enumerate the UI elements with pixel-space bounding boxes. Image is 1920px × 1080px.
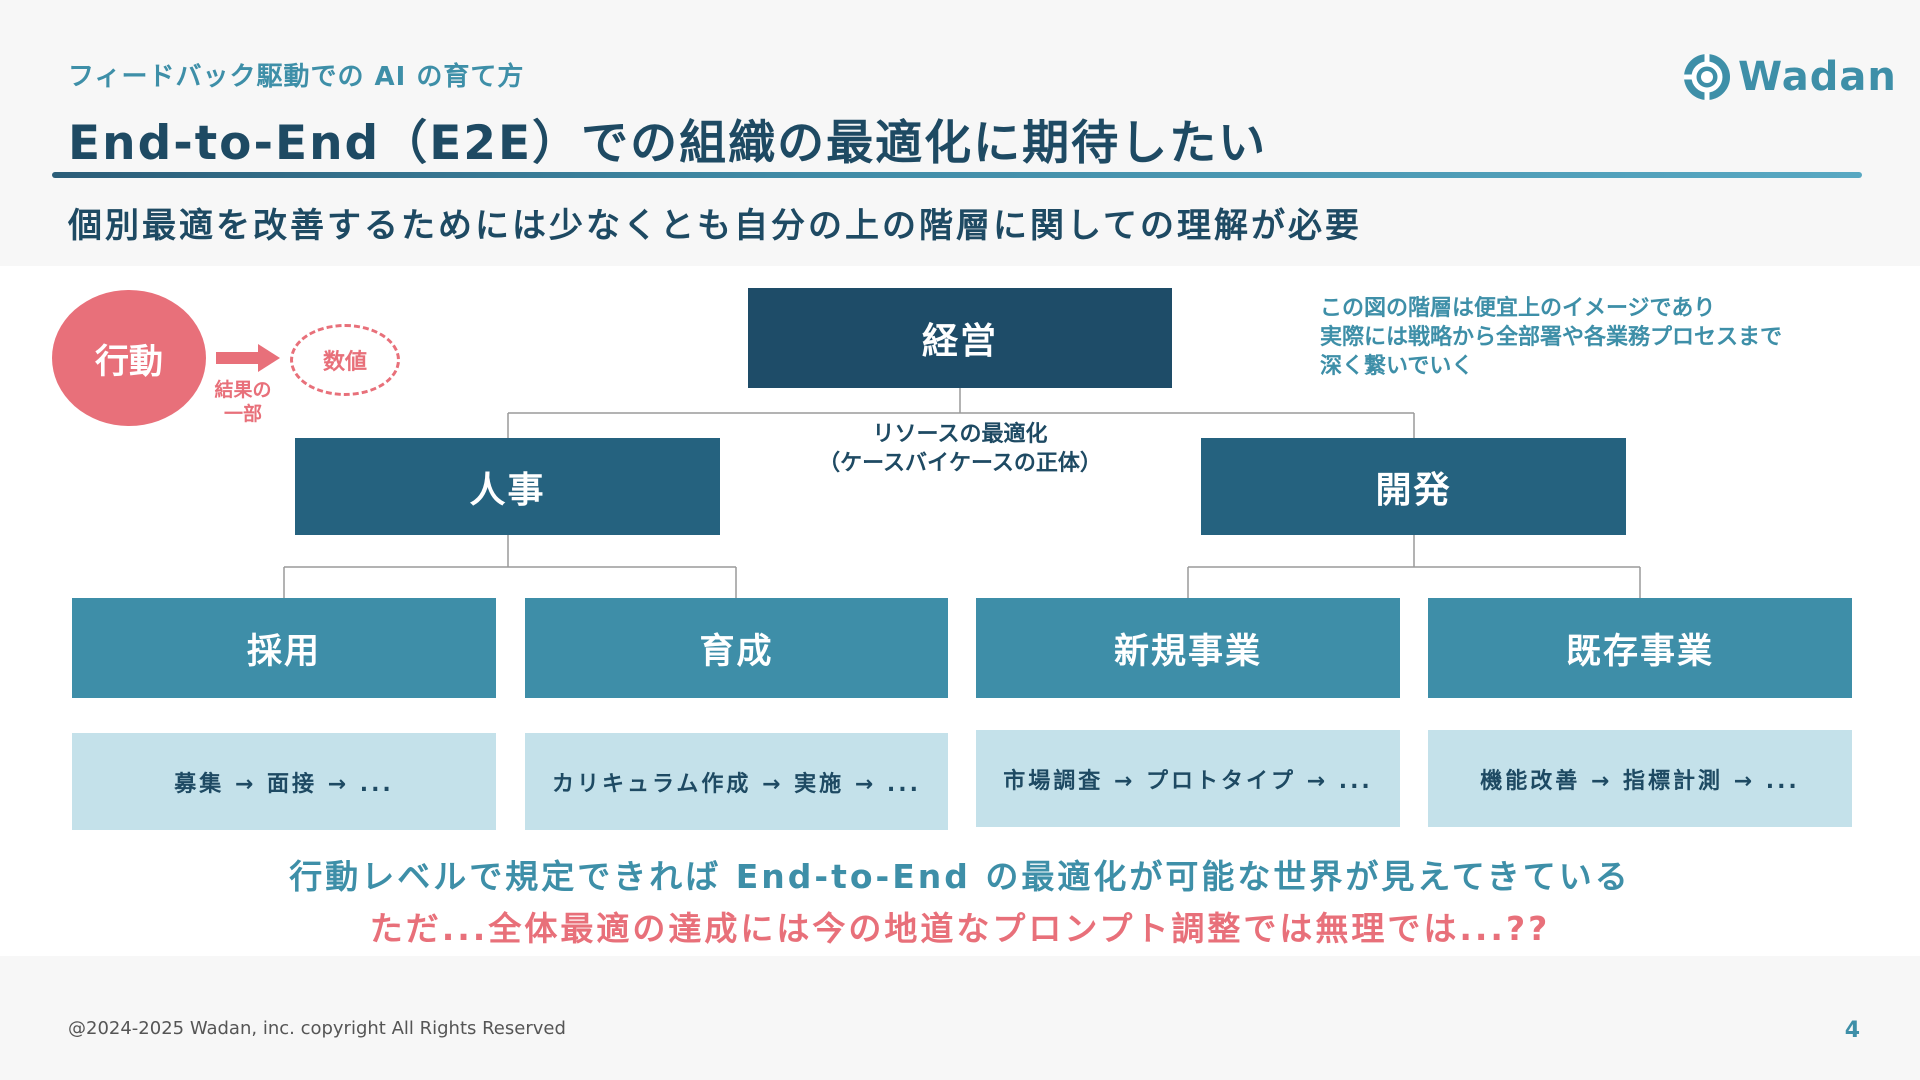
conclusion-line1: 行動レベルで規定できれば End-to-End の最適化が可能な世界が見えてきて… bbox=[289, 857, 1631, 896]
org-node-management: 経営 bbox=[748, 288, 1172, 388]
process-new-business: 市場調査 → プロトタイプ → ... bbox=[976, 730, 1400, 827]
title-underline bbox=[52, 172, 1862, 178]
org-node-recruiting: 採用 bbox=[72, 598, 496, 698]
page-number: 4 bbox=[1844, 1018, 1860, 1043]
org-node-label: 育成 bbox=[699, 631, 774, 672]
page-subtitle: 個別最適を改善するためには少なくとも自分の上の階層に関しての理解が必要 bbox=[68, 206, 1362, 246]
value-ellipse: 数値 bbox=[290, 324, 400, 396]
section-kicker: フィードバック駆動での AI の育て方 bbox=[68, 62, 525, 92]
action-circle: 行動 bbox=[52, 290, 206, 426]
resource-label-line2: （ケースバイケースの正体） bbox=[818, 451, 1102, 476]
copyright-text: @2024-2025 Wadan, inc. copyright All Rig… bbox=[68, 1018, 566, 1039]
org-node-development: 開発 bbox=[1201, 438, 1626, 535]
process-label: 募集 → 面接 → ... bbox=[174, 771, 394, 797]
org-node-label: 既存事業 bbox=[1565, 631, 1714, 672]
right-arrow-icon bbox=[216, 344, 280, 372]
process-label: 機能改善 → 指標計測 → ... bbox=[1480, 768, 1800, 794]
org-node-hr: 人事 bbox=[295, 438, 720, 535]
org-node-label: 新規事業 bbox=[1113, 631, 1262, 672]
note-line3: 深く繋いでいく bbox=[1320, 354, 1474, 379]
org-node-label: 経営 bbox=[921, 321, 998, 362]
hierarchy-note: この図の階層は便宜上のイメージであり 実際には戦略から全部署や各業務プロセスまで… bbox=[1320, 294, 1840, 381]
org-node-training: 育成 bbox=[525, 598, 948, 698]
note-line2: 実際には戦略から全部署や各業務プロセスまで bbox=[1320, 325, 1783, 350]
conclusion-line2: ただ...全体最適の達成には今の地道なプロンプト調整では無理では...?? bbox=[369, 909, 1551, 948]
org-node-new-business: 新規事業 bbox=[976, 598, 1400, 698]
process-recruiting: 募集 → 面接 → ... bbox=[72, 733, 496, 830]
org-node-existing-business: 既存事業 bbox=[1428, 598, 1852, 698]
resource-optimization-label: リソースの最適化 （ケースバイケースの正体） bbox=[790, 420, 1130, 478]
page-title: End-to-End（E2E）での組織の最適化に期待したい bbox=[68, 116, 1268, 171]
org-node-label: 人事 bbox=[469, 469, 546, 511]
resource-label-line1: リソースの最適化 bbox=[872, 422, 1048, 447]
logo-wordmark: Wadan bbox=[1738, 54, 1897, 100]
process-training: カリキュラム作成 → 実施 → ... bbox=[525, 733, 948, 830]
value-label: 数値 bbox=[322, 350, 367, 375]
process-label: 市場調査 → プロトタイプ → ... bbox=[1003, 768, 1373, 794]
company-logo: Wadan bbox=[1682, 52, 1897, 102]
footer-band bbox=[0, 956, 1920, 1080]
process-existing-business: 機能改善 → 指標計測 → ... bbox=[1428, 730, 1852, 827]
wadan-logo-icon bbox=[1684, 54, 1730, 100]
org-node-label: 開発 bbox=[1375, 469, 1452, 511]
note-line1: この図の階層は便宜上のイメージであり bbox=[1320, 296, 1716, 321]
arrow-caption: 結果の一部 bbox=[214, 379, 272, 425]
header-band bbox=[0, 0, 1920, 266]
process-label: カリキュラム作成 → 実施 → ... bbox=[552, 771, 921, 797]
org-node-label: 採用 bbox=[246, 631, 321, 672]
action-label: 行動 bbox=[95, 341, 163, 382]
